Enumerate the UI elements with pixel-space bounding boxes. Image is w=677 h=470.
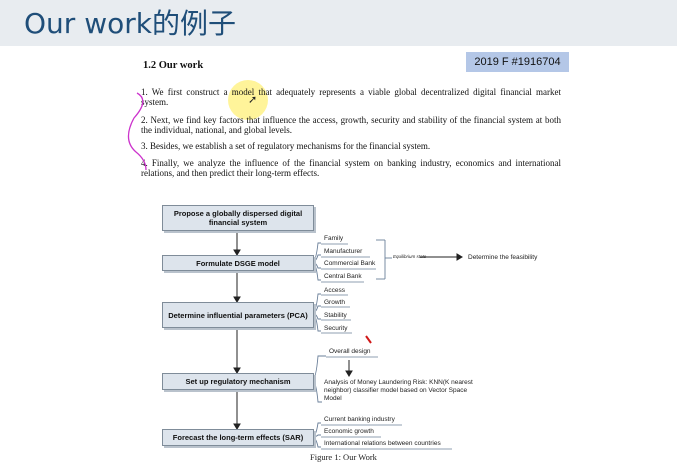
flow-box-dsge: Formulate DSGE model xyxy=(162,255,314,271)
equilibrium-label: Equilibrium state xyxy=(393,254,427,259)
annotation-mark xyxy=(365,335,372,344)
pca-item: Security xyxy=(324,325,348,332)
dsge-item: Manufacturer xyxy=(324,248,363,255)
flow-box-pca: Determine influential parameters (PCA) xyxy=(162,302,314,328)
slide-title: Our work的例子 xyxy=(24,7,236,40)
pca-item: Access xyxy=(324,287,345,294)
dsge-item: Central Bank xyxy=(324,273,362,280)
figure-caption: Figure 1: Our Work xyxy=(310,452,377,462)
feasibility-label: Determine the feasibility xyxy=(468,254,538,261)
dsge-item: Commercial Bank xyxy=(324,260,376,267)
team-tag: 2019 F #1916704 xyxy=(466,52,569,72)
pca-item: Stability xyxy=(324,312,347,319)
dsge-item: Family xyxy=(324,235,344,242)
pca-item: Growth xyxy=(324,299,345,306)
forecast-item: International relations between countrie… xyxy=(324,440,441,447)
mouse-pointer-icon: ➚ xyxy=(248,94,258,106)
reg-item-design: Overall design xyxy=(329,348,371,355)
list-item: 4. Finally, we analyze the influence of … xyxy=(141,158,561,178)
reg-item-analysis: Analysis of Money Laundering Risk: KNN(K… xyxy=(324,379,473,402)
flow-box-regulatory: Set up regulatory mechanism xyxy=(162,373,314,390)
forecast-item: Current banking industry xyxy=(324,416,395,423)
forecast-item: Economic growth xyxy=(324,428,374,435)
flow-box-propose: Propose a globally dispersed digital fin… xyxy=(162,205,314,231)
annotation-stroke xyxy=(127,92,147,171)
section-heading: 1.2 Our work xyxy=(143,60,204,71)
list-item: 2. Next, we find key factors that influe… xyxy=(141,115,561,135)
flow-box-forecast: Forecast the long-term effects (SAR) xyxy=(162,429,314,446)
list-item: 3. Besides, we establish a set of regula… xyxy=(141,141,431,151)
list-item: 1. We first construct a model that adequ… xyxy=(141,87,561,107)
cursor-highlight xyxy=(228,80,268,120)
slide-title-bar: Our work的例子 xyxy=(0,0,677,46)
document-page xyxy=(0,46,677,470)
